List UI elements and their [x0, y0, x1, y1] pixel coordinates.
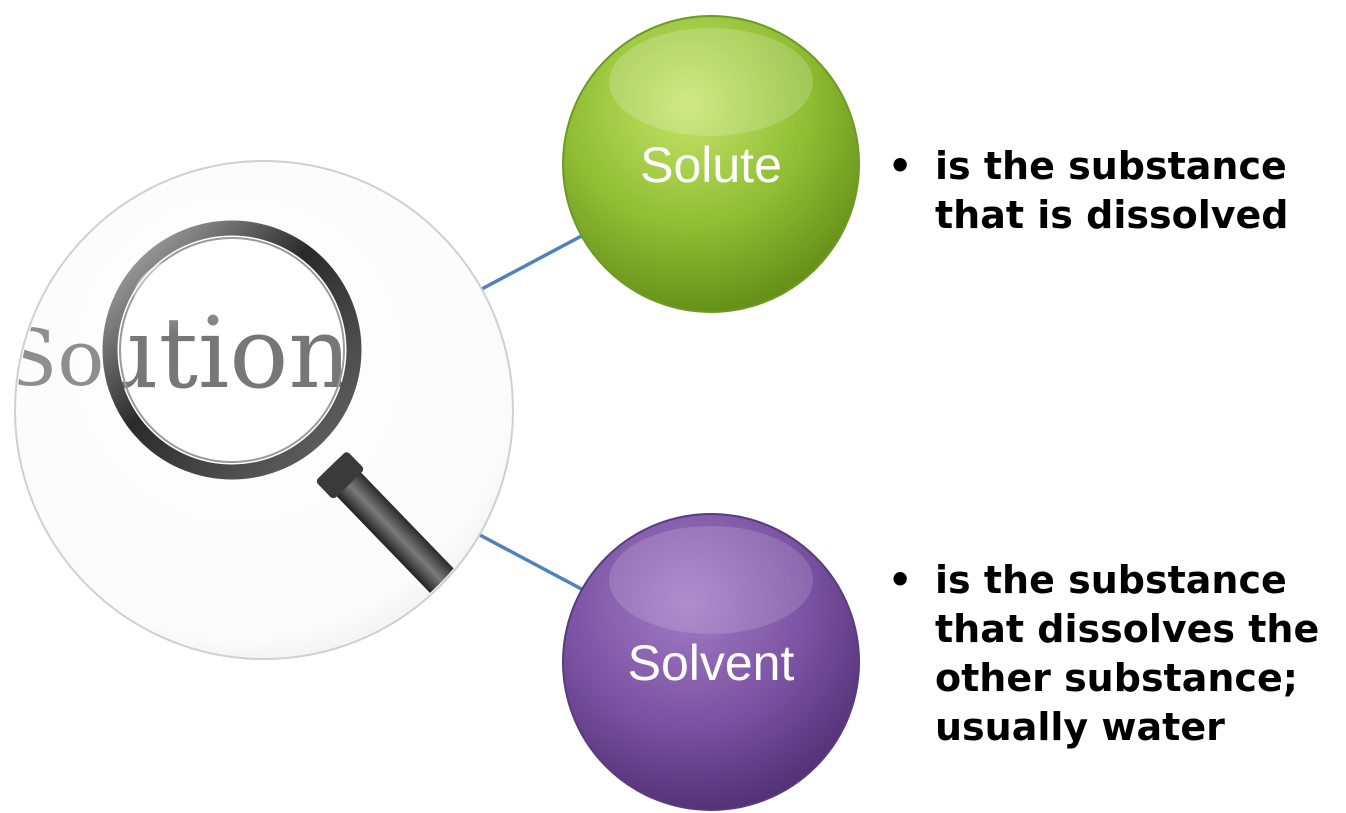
solute-label: Solute: [640, 137, 782, 193]
solution-center-node: Solution Solution: [14, 160, 514, 660]
solvent-description-text: is the substance that dissolves the othe…: [935, 558, 1320, 749]
connector-solute: [477, 230, 590, 293]
connector-solvent: [477, 532, 590, 595]
solvent-label: Solvent: [628, 635, 795, 691]
magnifying-glass-icon: [102, 220, 466, 605]
solute-node: Solute: [562, 15, 860, 313]
bullet-icon: •: [888, 144, 913, 188]
solvent-node: Solvent: [562, 513, 860, 811]
solute-description-text: is the substance that is dissolved: [935, 144, 1289, 237]
solvent-description: • is the substance that dissolves the ot…: [888, 556, 1346, 752]
bullet-icon: •: [888, 558, 913, 602]
solute-description: • is the substance that is dissolved: [888, 142, 1346, 240]
